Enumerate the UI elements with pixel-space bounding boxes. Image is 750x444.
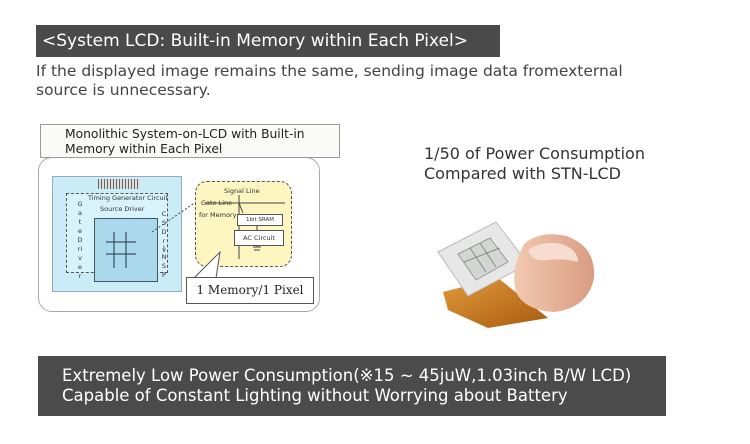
cs-drv-label: CS Drv: [161, 210, 167, 254]
source-driver-label: Source Driver: [100, 205, 145, 213]
power-line1: 1/50 of Power Consumption: [424, 144, 645, 163]
gate-driver-label: Gate Driver: [77, 200, 83, 280]
sram-label: 1bit SRAM: [245, 217, 275, 223]
footer-line1: Extremely Low Power Consumption(※15 ~ 45…: [62, 366, 632, 385]
diagram-caption-line1: Monolithic System-on-LCD with Built-in: [65, 127, 305, 141]
sram-block: 1bit SRAM: [237, 214, 283, 226]
timing-generator-label: Timing Generator Circuit: [88, 194, 169, 202]
insp-label: INSP: [161, 244, 167, 279]
intro-text: If the displayed image remains the same,…: [36, 62, 623, 99]
callout-pointer: [192, 250, 221, 279]
pixel-grid-icon: [106, 232, 136, 268]
ac-circuit-block: AC Circuit: [234, 230, 284, 246]
power-line2: Compared with STN-LCD: [424, 164, 621, 183]
diagram-caption-line2: Memory within Each Pixel: [65, 142, 223, 156]
diagram-caption: Monolithic System-on-LCD with Built-in M…: [40, 124, 340, 158]
footer-banner: Extremely Low Power Consumption(※15 ~ 45…: [38, 356, 666, 416]
power-consumption-text: 1/50 of Power Consumption Compared with …: [424, 144, 694, 184]
gate-line-label: Gate Line: [201, 199, 233, 207]
signal-line-label: Signal Line: [224, 187, 260, 195]
memory-per-pixel-callout: 1 Memory/1 Pixel: [186, 277, 314, 304]
zoom-wiring: [205, 195, 285, 259]
panel-connector: [98, 179, 140, 189]
lcd-in-hand-photo: [437, 221, 595, 328]
page-title: <System LCD: Built-in Memory within Each…: [36, 25, 500, 57]
for-memory-label: for Memory: [199, 211, 237, 219]
dashed-leader-line: [151, 201, 197, 233]
footer-line2: Capable of Constant Lighting without Wor…: [62, 386, 568, 405]
ac-circuit-label: AC Circuit: [243, 234, 275, 242]
